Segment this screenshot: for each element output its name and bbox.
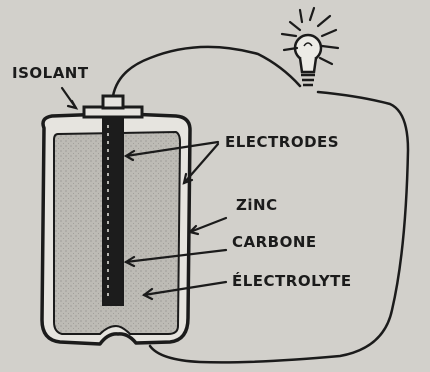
pointers xyxy=(60,86,228,301)
pointer-carbone xyxy=(124,248,228,264)
carbon-rod xyxy=(102,116,124,306)
pointer-electrodes-zinc xyxy=(182,142,220,185)
wire-negative xyxy=(148,90,410,364)
light-bulb-icon xyxy=(280,6,340,87)
pointer-electrolyte xyxy=(142,280,228,297)
pointer-zinc xyxy=(188,216,228,234)
label-carbone: CARBONE xyxy=(232,233,317,251)
wire-positive xyxy=(111,45,302,98)
terminal xyxy=(101,94,125,110)
label-zinc: ZiNC xyxy=(236,196,278,214)
label-electrodes: ELECTRODES xyxy=(225,133,339,151)
label-isolant: ISOLANT xyxy=(12,64,89,82)
pointer-electrodes-carbon xyxy=(124,140,220,158)
label-electrolyte: ÉLECTROLYTE xyxy=(232,271,352,290)
